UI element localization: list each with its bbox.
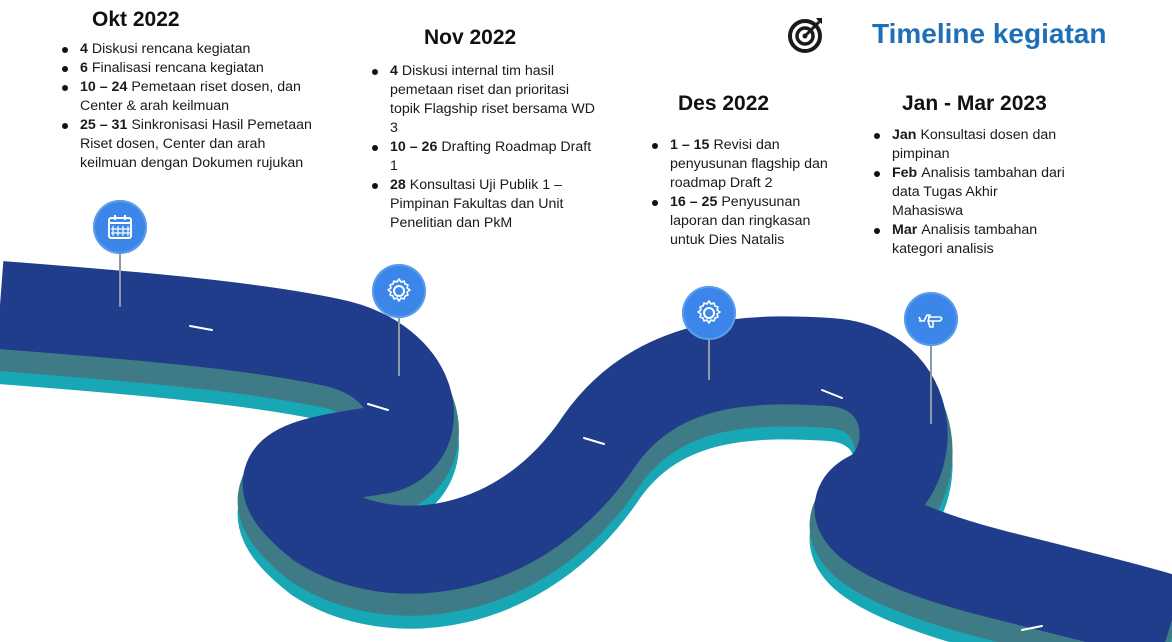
date-range: 16 – 25 [670,194,718,210]
calendar-icon [108,215,132,239]
bullet-icon [62,47,68,53]
airplane-icon [918,314,943,328]
date-range: 10 – 26 [390,139,438,155]
date-range: 4 [390,63,398,79]
period-heading: Okt 2022 [92,8,180,31]
date-range: 6 [80,60,88,76]
bullet-icon [372,183,378,189]
date-range: Feb [892,165,918,181]
bullet-icon [62,123,68,129]
period-heading: Jan - Mar 2023 [902,92,1047,115]
activity-text: Pemetaan riset dosen, dan Center & arah … [80,79,301,114]
gear-icon [387,278,411,302]
okt-pin [93,200,147,254]
jan-pin [904,292,958,346]
bullet-icon [874,171,880,177]
gear-icon [697,300,721,324]
bullet-icon [874,228,880,234]
jan-pin-stem [930,344,932,424]
date-range: Mar [892,222,918,238]
bullet-icon [372,69,378,75]
target-icon [788,18,822,53]
activity-text: Diskusi internal tim hasil pemetaan rise… [390,63,595,136]
date-range: 1 – 15 [670,137,710,153]
page-title: Timeline kegiatan [872,18,1107,49]
date-range: Jan [892,127,917,143]
nov-pin [372,264,426,318]
date-range: 4 [80,41,88,57]
activity-text: Konsultasi Uji Publik 1 – Pimpinan Fakul… [390,177,564,231]
activity-text: Analisis tambahan dari data Tugas Akhir … [892,165,1065,219]
activity-text: Drafting Roadmap Draft 1 [390,139,592,174]
activity-text: Diskusi rencana kegiatan [91,41,251,57]
activity-text: Konsultasi dosen dan pimpinan [892,127,1057,162]
des-pin [682,286,736,340]
activity-text: Analisis tambahan kategori analisis [892,222,1038,257]
date-range: 25 – 31 [80,117,128,133]
okt-pin-stem [119,252,121,307]
activity-text: Revisi dan penyusunan flagship dan roadm… [670,137,828,191]
activity-text: Finalisasi rencana kegiatan [91,60,264,76]
bullet-icon [372,145,378,151]
activity-text: Sinkronisasi Hasil Pemetaan Riset dosen,… [80,117,312,171]
period-heading: Des 2022 [678,92,770,115]
nov-pin-stem [398,316,400,376]
date-range: 28 [390,177,406,193]
bullet-icon [874,133,880,139]
bullet-icon [62,66,68,72]
date-range: 10 – 24 [80,79,128,95]
period-heading: Nov 2022 [424,26,517,49]
bullet-icon [62,85,68,91]
des-pin-stem [708,338,710,380]
activity-text: Penyusunan laporan dan ringkasan untuk D… [670,194,811,248]
bullet-icon [652,143,658,149]
bullet-icon [652,200,658,206]
